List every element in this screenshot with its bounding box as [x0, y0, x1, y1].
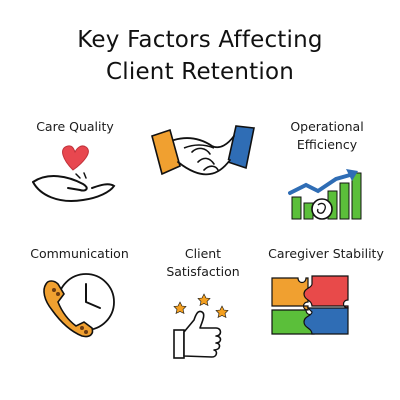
label-operational-efficiency-line-1: Operational [290, 119, 364, 134]
diagram-title: Key Factors Affecting Client Retention [0, 24, 400, 88]
growth-chart-icon [288, 169, 362, 220]
puzzle-pieces-icon [271, 275, 349, 335]
thumbs-up-stars-icon [173, 293, 229, 359]
handshake-icon [151, 125, 255, 176]
clock-phone-icon [43, 273, 115, 338]
heart-in-hand-icon [32, 145, 116, 202]
title-line-2: Client Retention [106, 59, 294, 85]
label-communication: Communication [30, 246, 129, 261]
label-client-satisfaction: Client Satisfaction [148, 245, 258, 281]
title-line-1: Key Factors Affecting [77, 27, 323, 53]
label-operational-efficiency-line-2: Efficiency [296, 137, 358, 152]
label-client-satisfaction-line-2: Satisfaction [166, 264, 240, 279]
label-client-satisfaction-line-1: Client [184, 246, 222, 261]
label-caregiver-stability: Caregiver Stability [268, 246, 384, 261]
label-care-quality: Care Quality [36, 119, 114, 134]
label-operational-efficiency: Operational Efficiency [272, 118, 382, 154]
